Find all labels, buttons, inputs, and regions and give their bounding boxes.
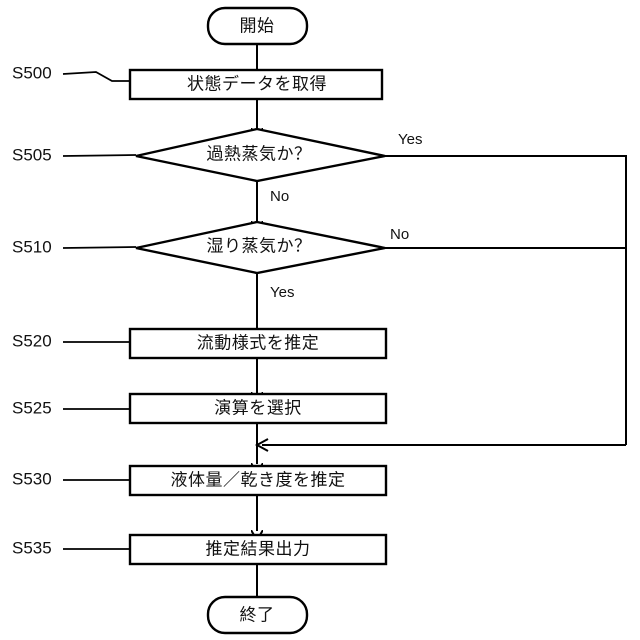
node-s525-label: 演算を選択 <box>214 398 302 417</box>
step-label-s525: S525 <box>12 398 52 417</box>
node-s505[interactable]: 過熱蒸気か？ <box>135 127 386 183</box>
node-start-label: 開始 <box>240 16 275 35</box>
arrowhead-bypass-merge <box>254 438 269 452</box>
node-s525-shape <box>128 392 388 425</box>
step-label-s510: S510 <box>12 237 52 256</box>
node-end-shape <box>206 595 309 635</box>
branch-label-s510-yes: Yes <box>270 284 294 301</box>
step-label-s500: S500 <box>12 63 52 82</box>
connectors <box>254 44 627 597</box>
node-s530-label: 液体量／乾き度を推定 <box>171 470 346 489</box>
branch-labels: Yes No No Yes <box>270 131 422 301</box>
node-s500-label: 状態データを取得 <box>187 73 327 93</box>
leader-s500 <box>62 71 130 82</box>
node-end-label: 終了 <box>240 605 275 624</box>
step-label-s505: S505 <box>12 145 52 164</box>
node-s500[interactable]: 状態データを取得 <box>128 68 384 101</box>
node-s505-shape <box>135 127 386 183</box>
node-s520-label: 流動様式を推定 <box>197 333 320 352</box>
connector-s505-yes-bypass <box>385 155 627 445</box>
leader-s505 <box>62 154 137 157</box>
leader-s510 <box>62 246 137 249</box>
node-s535-shape <box>128 533 388 566</box>
node-s530[interactable]: 液体量／乾き度を推定 <box>128 464 388 497</box>
node-start[interactable]: 開始 <box>206 6 309 46</box>
node-s510[interactable]: 湿り蒸気か？ <box>135 220 386 275</box>
node-s505-label: 過熱蒸気か？ <box>207 144 312 163</box>
node-s535-label: 推定結果出力 <box>206 539 311 558</box>
step-number-labels: S500 S505 S510 S520 S525 S530 S535 <box>12 63 52 557</box>
branch-label-s505-no: No <box>270 188 289 205</box>
node-s530-shape <box>128 464 388 497</box>
node-s500-shape <box>128 68 384 101</box>
node-s535[interactable]: 推定結果出力 <box>128 533 388 566</box>
branch-label-s505-yes: Yes <box>398 131 422 148</box>
step-leader-lines <box>62 71 137 550</box>
node-end[interactable]: 終了 <box>206 595 309 635</box>
step-label-s530: S530 <box>12 469 52 488</box>
node-s510-label: 湿り蒸気か？ <box>207 236 312 255</box>
step-label-s535: S535 <box>12 538 52 557</box>
node-s525[interactable]: 演算を選択 <box>128 392 388 425</box>
branch-label-s510-no: No <box>390 226 409 243</box>
node-start-shape <box>206 6 309 46</box>
node-s520[interactable]: 流動様式を推定 <box>128 327 388 360</box>
step-label-s520: S520 <box>12 331 52 350</box>
node-s510-shape <box>135 220 386 275</box>
node-s520-shape <box>128 327 388 360</box>
